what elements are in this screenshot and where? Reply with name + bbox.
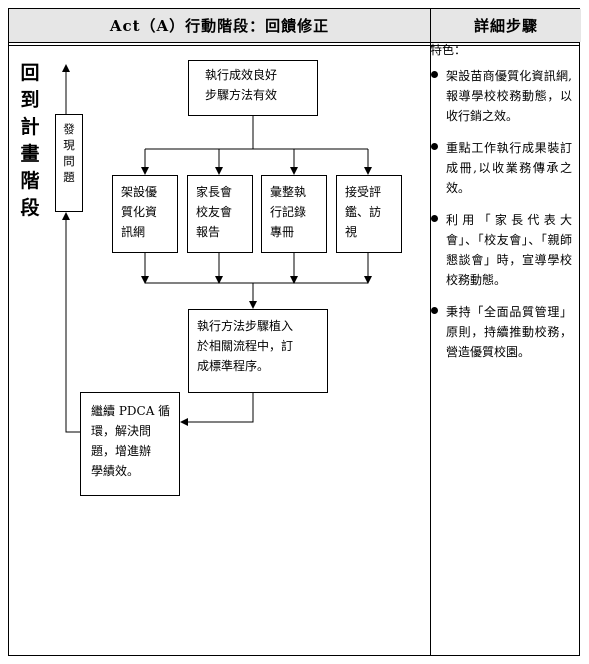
box-line: 訊網 bbox=[121, 225, 146, 239]
branch-records-book-box: 彙整執 行記錄 專冊 bbox=[261, 175, 327, 253]
title-char: 段 bbox=[20, 197, 40, 219]
continue-pdca-box: 繼續 PDCA 循 環，解決問 題，增進辦 學績效。 bbox=[80, 392, 180, 496]
box-line: 執行方法步驟植入 bbox=[197, 319, 294, 333]
bullet-dot-icon bbox=[431, 71, 438, 78]
box-line: 架設優 bbox=[121, 185, 158, 199]
find-char: 發 bbox=[63, 122, 75, 136]
features-label: 特色： bbox=[430, 43, 467, 57]
branch-info-network-box: 架設優 質化資 訊網 bbox=[112, 175, 178, 253]
box-line: 執行成效良好 bbox=[205, 68, 278, 82]
box-line: 家長會 bbox=[196, 185, 233, 199]
detail-steps-panel: 特色： 架設苗商優質化資訊網,報導學校校務動態，以收行銷之效。 重點工作執行成果… bbox=[430, 42, 576, 374]
branch-parents-alumni-box: 家長會 校友會 報告 bbox=[187, 175, 253, 253]
connector-to-pdca bbox=[180, 393, 254, 426]
connector-pdca-to-find bbox=[62, 212, 80, 433]
bullet-dot-icon bbox=[431, 307, 438, 314]
box-line: 專冊 bbox=[270, 225, 295, 239]
header-rule-double bbox=[9, 45, 579, 46]
detail-text: 利用「家長代表大會」、「校友會」、「親師懇談會」時，宣導學校校務動態。 bbox=[446, 213, 572, 287]
find-char: 問 bbox=[63, 154, 75, 168]
standard-procedure-box: 執行方法步驟植入 於相關流程中，訂 成標準程序。 bbox=[188, 309, 328, 393]
box-line: 於相關流程中，訂 bbox=[197, 339, 294, 353]
detail-text: 重點工作執行成果裝訂成冊,以收業務傳承之效。 bbox=[446, 141, 572, 195]
title-char: 到 bbox=[20, 89, 40, 111]
find-problem-box: 發 現 問 題 bbox=[55, 114, 83, 212]
column-divider bbox=[430, 9, 431, 655]
branch-evaluation-box: 接受評 鑑、訪 視 bbox=[336, 175, 402, 253]
detail-text: 架設苗商優質化資訊網,報導學校校務動態，以收行銷之效。 bbox=[446, 69, 572, 123]
box-line: 報告 bbox=[196, 225, 221, 239]
detail-item: 架設苗商優質化資訊網,報導學校校務動態，以收行銷之效。 bbox=[430, 66, 576, 126]
title-char: 畫 bbox=[20, 143, 40, 165]
detail-item: 秉持「全面品質管理」原則，持續推動校務，營造優質校園。 bbox=[430, 302, 576, 362]
box-line: 行記錄 bbox=[270, 205, 307, 219]
box-line: 校友會 bbox=[196, 205, 233, 219]
bullet-dot-icon bbox=[431, 215, 438, 222]
bullet-dot-icon bbox=[431, 143, 438, 150]
header-left-title: Act（A）行動階段：回饋修正 bbox=[9, 9, 430, 42]
detail-item: 重點工作執行成果裝訂成冊,以收業務傳承之效。 bbox=[430, 138, 576, 198]
title-char: 回 bbox=[20, 62, 40, 84]
box-line: 彙整執 bbox=[270, 185, 307, 199]
find-char: 題 bbox=[63, 170, 75, 184]
box-line: 學績效。 bbox=[91, 464, 140, 478]
back-to-plan-title: 回 到 計 畫 階 段 bbox=[18, 60, 42, 222]
box-line: 環，解決問 bbox=[91, 424, 152, 438]
detail-text: 秉持「全面品質管理」原則，持續推動校務，營造優質校園。 bbox=[446, 305, 572, 359]
box-line: 接受評 bbox=[345, 185, 382, 199]
box-line: 成標準程序。 bbox=[197, 359, 270, 373]
box-line: 視 bbox=[345, 225, 358, 239]
title-char: 計 bbox=[20, 116, 40, 138]
table-frame: Act（A）行動階段：回饋修正 詳細步驟 bbox=[8, 8, 581, 656]
box-line: 題，增進辦 bbox=[91, 444, 152, 458]
box-line: 質化資 bbox=[121, 205, 158, 219]
header-rule bbox=[9, 42, 579, 43]
box-line: 鑑、訪 bbox=[345, 205, 382, 219]
title-char: 階 bbox=[20, 170, 40, 192]
detail-item: 利用「家長代表大會」、「校友會」、「親師懇談會」時，宣導學校校務動態。 bbox=[430, 210, 576, 290]
effective-result-box: 執行成效良好 步驟方法有效 bbox=[188, 60, 318, 116]
box-line: 步驟方法有效 bbox=[205, 88, 278, 102]
find-char: 現 bbox=[63, 138, 75, 152]
box-line: 繼續 PDCA 循 bbox=[91, 404, 171, 418]
header-right-title: 詳細步驟 bbox=[431, 9, 581, 42]
